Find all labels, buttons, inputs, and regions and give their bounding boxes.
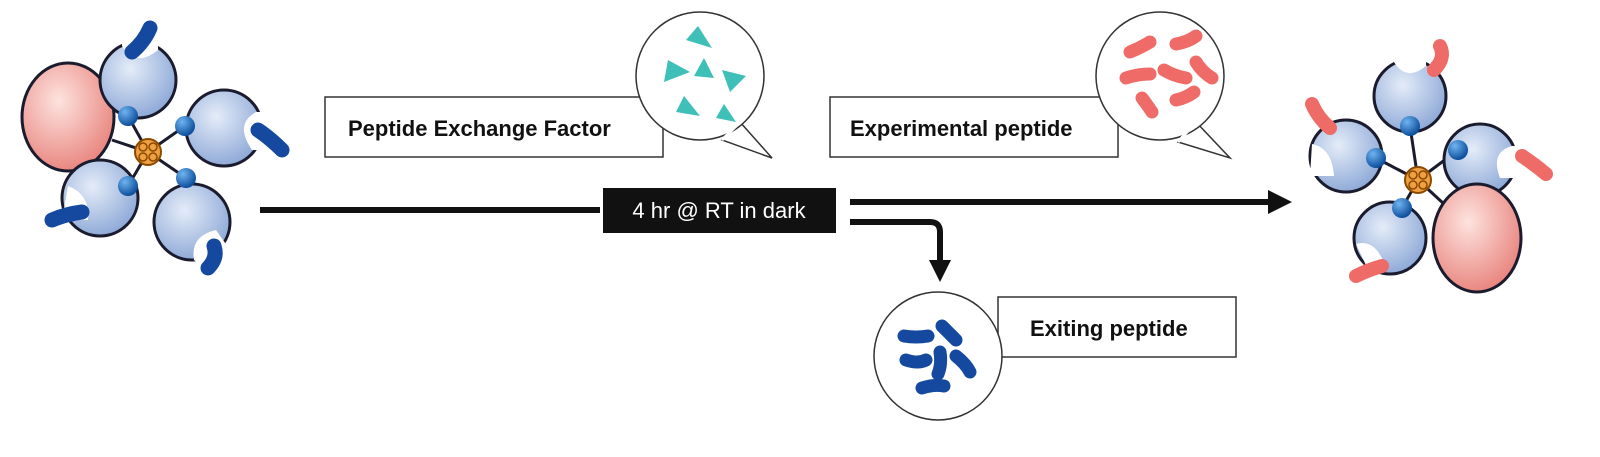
- exchange-factor-label: Peptide Exchange Factor: [348, 116, 611, 141]
- exchange-factor-molecule: [716, 104, 736, 122]
- exit-arrow-head: [929, 260, 951, 282]
- exiting-peptide-molecule: [931, 345, 948, 381]
- left-core: [134, 138, 162, 166]
- right-bead: [1366, 148, 1386, 168]
- exchange-factor-molecule: [686, 26, 712, 48]
- left-bead: [176, 168, 196, 188]
- exiting-peptide-molecule: [935, 319, 963, 347]
- experimental-peptide-molecule: [1135, 91, 1159, 119]
- step-label: 4 hr @ RT in dark: [632, 198, 806, 223]
- left-native-peptide: [44, 204, 90, 228]
- step-box: [603, 188, 836, 233]
- exchange-factor-molecule: [722, 70, 746, 92]
- exiting-peptide-molecule: [949, 349, 977, 379]
- right-bead: [1392, 198, 1412, 218]
- exchange-factor-molecule: [676, 96, 700, 116]
- experimental-peptide-molecule: [1169, 29, 1203, 51]
- experimental-peptide-label-box: [829, 96, 1119, 158]
- right-core: [1404, 166, 1432, 194]
- right-experimental-peptide: [1515, 149, 1553, 181]
- exiting-peptide-label-box: [997, 296, 1237, 358]
- exchange-factor-molecule: [694, 58, 714, 78]
- right-bead: [1448, 140, 1468, 160]
- exiting-peptide-molecule: [915, 378, 951, 395]
- right-mhc-left: [1308, 118, 1384, 194]
- left-streptavidin: [20, 61, 116, 173]
- left-tetramer: [20, 20, 290, 276]
- left-mhc-bottom-left: [60, 158, 140, 238]
- left-bead: [175, 116, 195, 136]
- left-native-peptide: [250, 122, 290, 158]
- experimental-peptide-molecule: [1123, 35, 1157, 59]
- exiting-peptide-label: Exiting peptide: [1030, 316, 1188, 341]
- right-tetramer: [1305, 39, 1553, 294]
- right-experimental-peptide: [1305, 97, 1337, 135]
- experimental-peptide-molecule: [1157, 63, 1193, 85]
- right-experimental-peptide: [1349, 259, 1389, 283]
- right-experimental-peptide: [1427, 39, 1449, 77]
- experimental-peptide-molecule: [1169, 85, 1201, 107]
- exchange-factor-label-box: [324, 96, 664, 158]
- experimental-peptide-molecule: [1119, 67, 1157, 85]
- exchange-factor-molecule: [664, 60, 690, 82]
- main-arrow-head: [1268, 190, 1292, 214]
- experimental-peptide-label: Experimental peptide: [850, 116, 1073, 141]
- right-bead: [1400, 116, 1420, 136]
- right-streptavidin: [1431, 182, 1523, 294]
- exiting-peptide-molecule: [897, 329, 935, 344]
- exit-branch-arrow: [850, 219, 943, 262]
- exiting-peptide-molecule: [899, 353, 933, 369]
- experimental-peptide-molecule: [1189, 55, 1219, 85]
- left-native-peptide: [200, 238, 223, 276]
- left-bead: [118, 106, 138, 126]
- left-bead: [118, 176, 138, 196]
- left-native-peptide: [124, 20, 158, 60]
